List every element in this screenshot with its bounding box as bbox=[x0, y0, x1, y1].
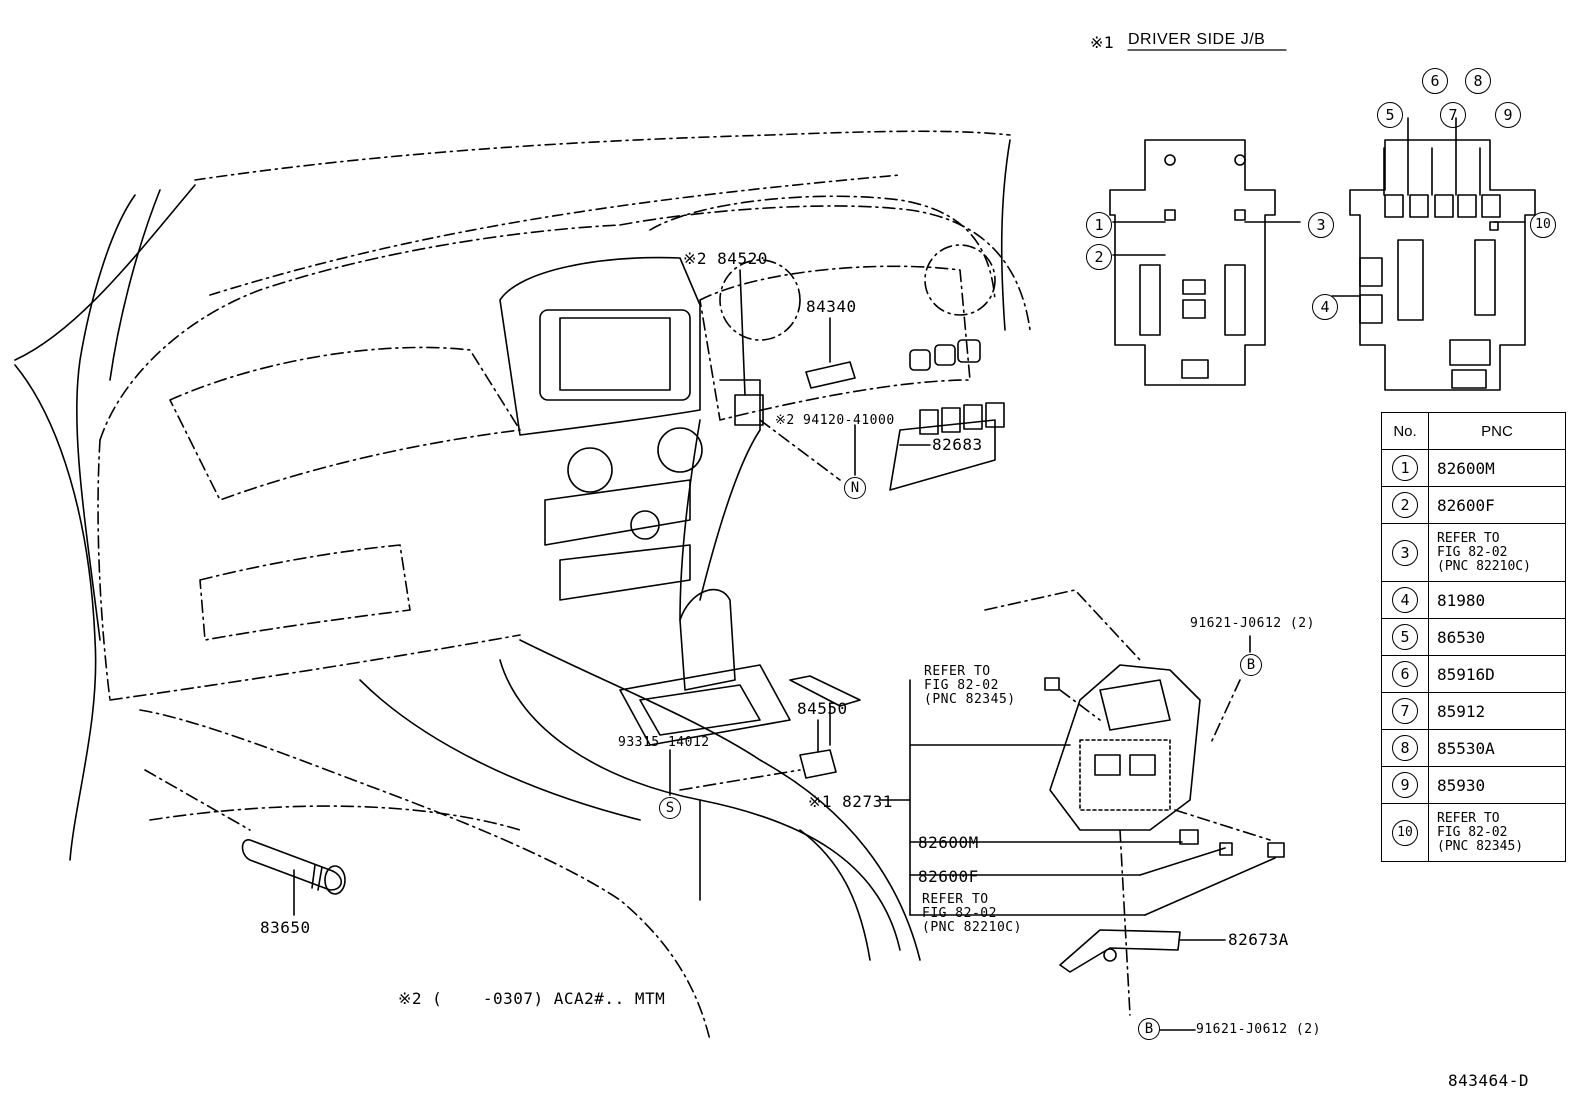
row-pnc: 85912 bbox=[1428, 692, 1566, 730]
row-pnc: 81980 bbox=[1428, 581, 1566, 619]
jb-callout-8: 8 bbox=[1465, 68, 1491, 94]
row-pnc: 82600F bbox=[1428, 486, 1566, 524]
table-row: 8 85530A bbox=[1381, 729, 1566, 767]
marker-n: N bbox=[844, 477, 866, 499]
center-stack bbox=[499, 256, 791, 746]
driver-jb-title: DRIVER SIDE J/B bbox=[1128, 31, 1266, 48]
label-94120-41000: ※2 94120-41000 bbox=[775, 413, 895, 428]
row-number: 6 bbox=[1392, 661, 1418, 687]
row-number: 4 bbox=[1392, 587, 1418, 613]
leader-lines bbox=[293, 269, 1276, 1031]
row-pnc: 85930 bbox=[1428, 766, 1566, 804]
marker-b-top: B bbox=[1240, 654, 1262, 676]
row-number: 2 bbox=[1392, 492, 1418, 518]
label-82600M: 82600M bbox=[918, 833, 979, 852]
row-number: 5 bbox=[1392, 624, 1418, 650]
part-83650-socket bbox=[241, 839, 346, 895]
row-number: 1 bbox=[1392, 455, 1418, 481]
label-82600F: 82600F bbox=[918, 867, 979, 886]
table-row: 6 85916D bbox=[1381, 655, 1566, 693]
marker-s: S bbox=[659, 797, 681, 819]
label-84520: ※2 84520 bbox=[683, 249, 768, 268]
jb-callout-10: 10 bbox=[1530, 212, 1556, 238]
pnc-table-header: No. PNC bbox=[1381, 412, 1566, 450]
marker-b-bottom: B bbox=[1138, 1018, 1160, 1040]
row-number: 9 bbox=[1392, 772, 1418, 798]
label-refer-82210C: REFER TO FIG 82-02 (PNC 82210C) bbox=[922, 892, 1022, 935]
row-pnc: 82600M bbox=[1428, 449, 1566, 487]
table-row: 1 82600M bbox=[1381, 449, 1566, 487]
bracket-82673A bbox=[1059, 929, 1181, 973]
table-row: 2 82600F bbox=[1381, 486, 1566, 524]
row-pnc: 85916D bbox=[1428, 655, 1566, 693]
steering-column bbox=[679, 379, 764, 621]
dashboard-outline bbox=[97, 205, 1031, 701]
col-header-pnc: PNC bbox=[1428, 412, 1566, 450]
dashed-leaders bbox=[144, 419, 1271, 1016]
table-row: 5 86530 bbox=[1381, 618, 1566, 656]
row-pnc: REFER TO FIG 82-02 (PNC 82210C) bbox=[1437, 530, 1531, 574]
label-84340: 84340 bbox=[806, 297, 857, 316]
table-row: 9 85930 bbox=[1381, 766, 1566, 804]
jb-view-front bbox=[1109, 139, 1301, 386]
jb-callout-3: 3 bbox=[1308, 212, 1334, 238]
row-pnc: REFER TO FIG 82-02 (PNC 82345) bbox=[1437, 810, 1524, 854]
jb-callout-2: 2 bbox=[1086, 244, 1112, 270]
label-refer-82345: REFER TO FIG 82-02 (PNC 82345) bbox=[924, 664, 1016, 707]
label-93315-14012: 93315-14012 bbox=[618, 735, 710, 750]
junction-block-assembly bbox=[1044, 664, 1285, 858]
row-number: 10 bbox=[1392, 819, 1418, 846]
jb-callout-1: 1 bbox=[1086, 212, 1112, 238]
part-84550 bbox=[789, 675, 861, 779]
label-91621-bottom: 91621-J0612 (2) bbox=[1196, 1022, 1321, 1037]
switch-panel bbox=[889, 339, 1005, 491]
footnote: ※2 ( -0307) ACA2#.. MTM bbox=[398, 989, 666, 1008]
table-row: 3 REFER TO FIG 82-02 (PNC 82210C) bbox=[1381, 523, 1566, 582]
table-row: 4 81980 bbox=[1381, 581, 1566, 619]
windshield-outline bbox=[14, 130, 1011, 861]
jb-callout-9: 9 bbox=[1495, 102, 1521, 128]
label-82731: ※1 82731 bbox=[808, 792, 893, 811]
jb-callout-6: 6 bbox=[1422, 68, 1448, 94]
pnc-table: No. PNC 1 82600M 2 82600F 3 REFER TO FIG… bbox=[1381, 412, 1566, 862]
table-row: 7 85912 bbox=[1381, 692, 1566, 730]
row-pnc: 85530A bbox=[1428, 729, 1566, 767]
label-83650: 83650 bbox=[260, 918, 311, 937]
instrument-cluster bbox=[649, 195, 996, 421]
jb-callout-4: 4 bbox=[1312, 294, 1338, 320]
row-number: 3 bbox=[1392, 539, 1418, 566]
label-84550: 84550 bbox=[797, 699, 848, 718]
col-header-no: No. bbox=[1381, 412, 1429, 450]
console-outline bbox=[139, 639, 921, 1041]
row-number: 7 bbox=[1392, 698, 1418, 724]
label-91621-top: 91621-J0612 (2) bbox=[1190, 616, 1315, 631]
table-row: 10 REFER TO FIG 82-02 (PNC 82345) bbox=[1381, 803, 1566, 862]
jb-callout-7: 7 bbox=[1440, 102, 1466, 128]
driver-jb-note-mark: ※1 bbox=[1090, 33, 1115, 52]
row-pnc: 86530 bbox=[1428, 618, 1566, 656]
jb-view-rear bbox=[1331, 117, 1536, 391]
part-84340-switch bbox=[805, 317, 856, 389]
row-number: 8 bbox=[1392, 735, 1418, 761]
figure-id: 843464-D bbox=[1448, 1071, 1530, 1090]
jb-callout-5: 5 bbox=[1377, 102, 1403, 128]
label-82673A: 82673A bbox=[1228, 930, 1289, 949]
label-82683: 82683 bbox=[932, 435, 983, 454]
